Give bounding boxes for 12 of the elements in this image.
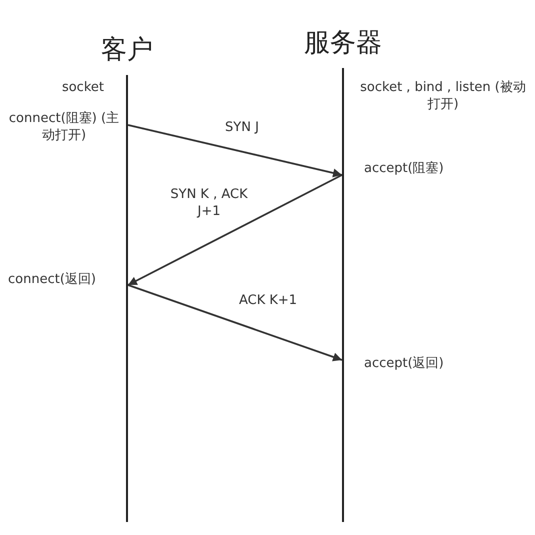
lifeline-heading: 客户 (101, 34, 153, 67)
step-label: connect(阻塞) (主动打开) (8, 110, 120, 144)
message-arrow (128, 124, 342, 178)
lifeline-heading: 服务器 (304, 27, 382, 60)
message-arrow (128, 284, 342, 362)
step-label: socket (60, 79, 104, 96)
message-arrow (128, 174, 342, 286)
step-label: socket , bind , listen (被动打开) (359, 79, 527, 113)
message-label: SYN K , ACK J+1 (168, 186, 250, 220)
step-label: accept(返回) (364, 355, 445, 372)
step-label: connect(返回) (8, 271, 97, 288)
step-label: accept(阻塞) (364, 160, 445, 177)
